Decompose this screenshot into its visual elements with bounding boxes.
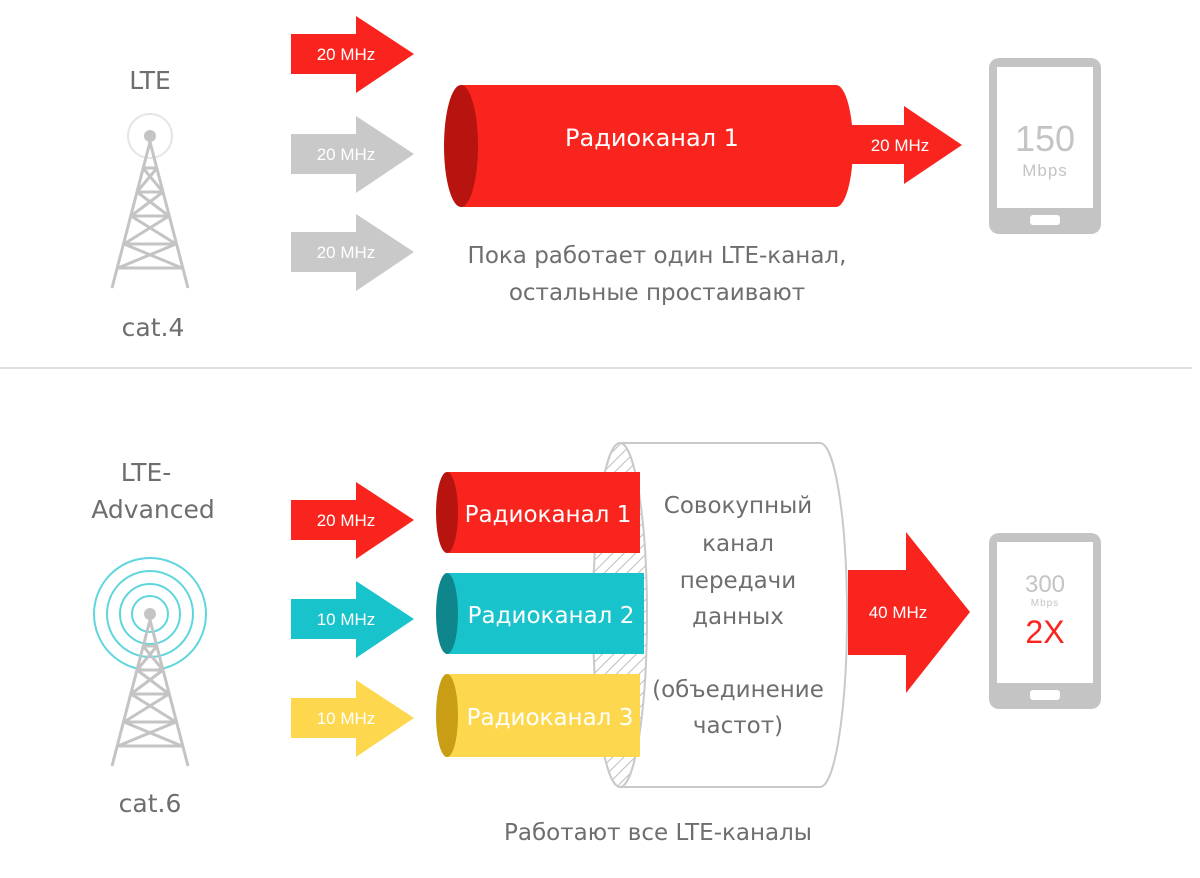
- aggregate-note-line-2: частот): [693, 713, 783, 739]
- smartphone-advanced-icon: 300 Mbps 2X: [989, 533, 1101, 709]
- lte-advanced-radio-channel-1: Радиоканал 1: [436, 472, 640, 553]
- lte-advanced-caption: Работают все LTE-каналы: [504, 820, 812, 846]
- aggregate-line-3: передачи: [680, 568, 796, 594]
- lte-input-arrow-3-label: 20 MHz: [317, 243, 376, 262]
- lte-advanced-radio-channel-1-label: Радиоканал 1: [465, 502, 632, 528]
- aggregate-channel-text: Совокупный канал передачи данных (объеди…: [652, 493, 824, 739]
- lte-advanced-section: LTE- Advanced cat.6: [91, 442, 1101, 846]
- lte-advanced-output-arrow: 40 MHz: [848, 532, 970, 693]
- cell-tower-icon: [110, 113, 190, 289]
- lte-advanced-category: cat.6: [119, 789, 182, 818]
- lte-output-arrow: 20 MHz: [852, 106, 962, 184]
- lte-device-speed: 150: [1015, 118, 1075, 159]
- lte-advanced-input-arrow-2: 10 MHz: [291, 581, 414, 658]
- aggregate-line-1: Совокупный: [664, 493, 812, 519]
- lte-radio-channel-label: Радиоканал 1: [565, 124, 739, 152]
- cell-tower-advanced-icon: [110, 608, 190, 767]
- lte-caption-line-1: Пока работает один LTE-канал,: [468, 243, 847, 269]
- lte-input-arrow-2-label: 20 MHz: [317, 145, 376, 164]
- lte-advanced-device-speed: 300: [1025, 571, 1065, 598]
- lte-input-arrow-2: 20 MHz: [291, 116, 414, 193]
- lte-advanced-title-line-2: Advanced: [91, 495, 215, 524]
- lte-advanced-radio-channel-2: Радиоканал 2: [436, 573, 644, 654]
- lte-advanced-radio-channel-2-label: Радиоканал 2: [468, 603, 635, 629]
- lte-input-arrow-1-label: 20 MHz: [317, 45, 376, 64]
- smartphone-icon: 150 Mbps: [989, 58, 1101, 234]
- lte-advanced-input-arrow-2-label: 10 MHz: [317, 610, 376, 629]
- aggregate-line-4: данных: [692, 604, 784, 630]
- lte-advanced-device-unit: Mbps: [1031, 598, 1059, 609]
- lte-advanced-radio-channel-3: Радиоканал 3: [436, 674, 640, 757]
- lte-advanced-radio-channel-3-label: Радиоканал 3: [467, 705, 634, 731]
- lte-advanced-input-arrow-3: 10 MHz: [291, 680, 414, 757]
- aggregate-line-2: канал: [702, 531, 774, 557]
- lte-advanced-input-arrow-1-label: 20 MHz: [317, 511, 376, 530]
- lte-device-unit: Mbps: [1022, 161, 1068, 180]
- lte-advanced-output-arrow-label: 40 MHz: [869, 603, 928, 622]
- lte-advanced-device-multiplier: 2X: [1025, 614, 1064, 650]
- lte-section: LTE cat.4 20 MHz: [110, 16, 1101, 342]
- lte-input-arrow-3: 20 MHz: [291, 214, 414, 291]
- lte-input-arrow-1: 20 MHz: [291, 16, 414, 93]
- lte-advanced-input-arrow-1: 20 MHz: [291, 482, 414, 559]
- lte-advanced-input-arrow-3-label: 10 MHz: [317, 709, 376, 728]
- lte-advanced-title-line-1: LTE-: [121, 458, 172, 487]
- lte-caption-line-2: остальные простаивают: [509, 280, 805, 306]
- lte-radio-channel-cylinder: Радиоканал 1: [444, 85, 853, 207]
- lte-title: LTE: [129, 66, 171, 95]
- lte-category: cat.4: [122, 313, 185, 342]
- lte-output-arrow-label: 20 MHz: [871, 136, 930, 155]
- aggregate-note-line-1: (объединение: [652, 677, 824, 703]
